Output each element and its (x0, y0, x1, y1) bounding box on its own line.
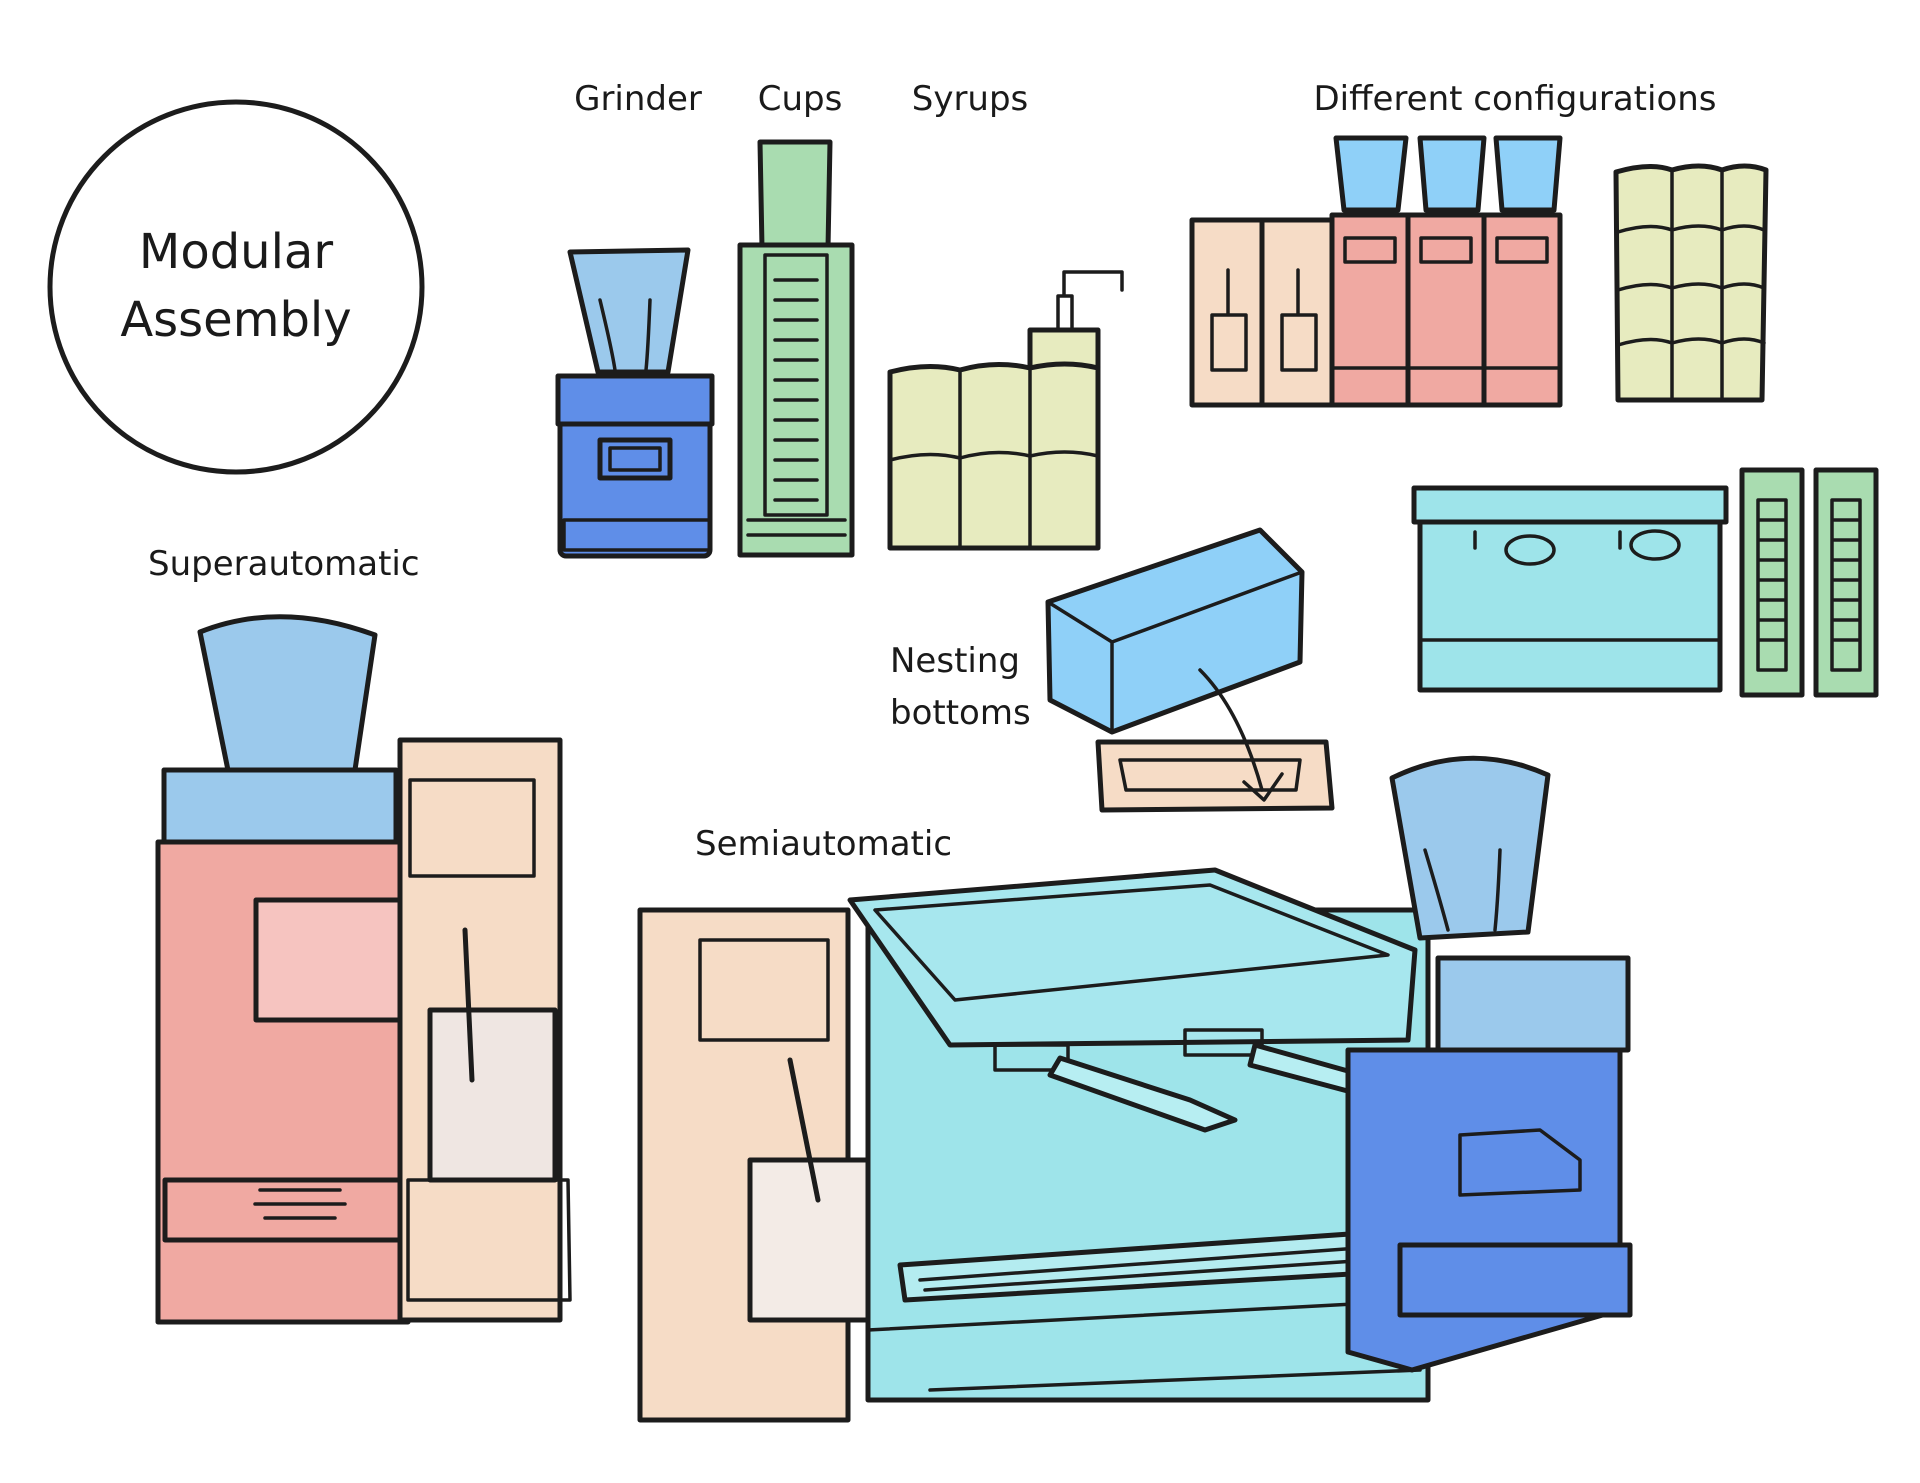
grinder-hopper (570, 250, 688, 372)
configuration-row-2 (1414, 470, 1876, 695)
label-cups: Cups (758, 79, 843, 119)
syrups-module (890, 272, 1122, 548)
config-cup-dispenser-1 (1742, 470, 1802, 695)
semi-grinder-head (1438, 958, 1628, 1050)
semi-grinder-base (1400, 1245, 1630, 1315)
super-hopper-base (164, 770, 396, 842)
config-hopper-2 (1420, 138, 1484, 210)
semi-grinder-body (1348, 1050, 1620, 1370)
cup-stack-top (760, 142, 830, 248)
label-grinder: Grinder (574, 79, 702, 119)
semi-top-tray (850, 870, 1415, 1045)
label-different-configurations: Different configurations (1313, 79, 1716, 119)
grinder-module (558, 250, 712, 556)
super-milk-cup (430, 1010, 555, 1180)
label-syrups: Syrups (912, 79, 1029, 119)
super-screen (256, 900, 404, 1020)
label-nesting-line-2: bottoms (890, 693, 1031, 733)
semi-milk-cup (750, 1160, 872, 1320)
superautomatic-machine (158, 617, 570, 1322)
title-line-2: Assembly (120, 292, 351, 348)
nesting-block (1048, 530, 1302, 732)
semi-grinder-hopper (1392, 758, 1548, 938)
config-cup-dispenser-2 (1816, 470, 1876, 695)
label-nesting-line-1: Nesting (890, 641, 1020, 681)
super-hopper (200, 617, 375, 790)
title-line-1: Modular (139, 224, 333, 280)
config-hopper-1 (1336, 138, 1406, 210)
nesting-bottoms (1048, 530, 1332, 810)
semiautomatic-machine (640, 870, 1428, 1420)
title-circle (50, 102, 422, 472)
semi-side-grinder (1348, 758, 1630, 1370)
title-badge: Modular Assembly (50, 102, 422, 472)
label-semiautomatic: Semiautomatic (695, 824, 952, 864)
cups-module (740, 142, 852, 555)
label-superautomatic: Superautomatic (148, 544, 420, 584)
configuration-row-1 (1192, 138, 1766, 405)
config-hopper-3 (1496, 138, 1560, 210)
